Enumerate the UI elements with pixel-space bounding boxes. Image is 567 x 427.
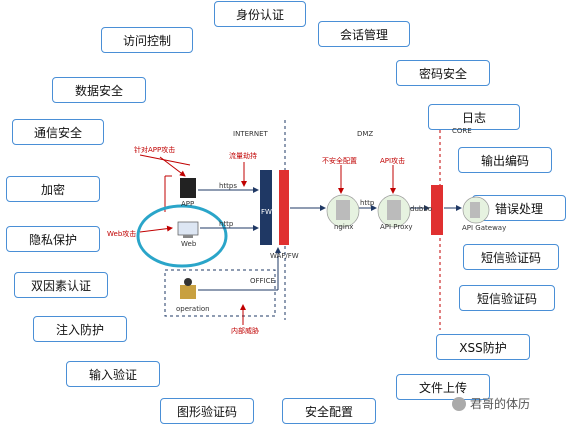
zone-label-office: OFFICE [250,277,275,285]
access-control-box: 访问控制 [101,27,193,53]
password-security-box: 密码安全 [396,60,490,86]
injection-box: 注入防护 [33,316,127,342]
app-device-icon [180,178,196,198]
web-attack-label: Web攻击 [107,230,137,238]
office-zone-box [164,269,276,317]
encryption-box: 加密 [6,176,100,202]
zone-label-dmz: DMZ [357,130,374,138]
core-fw-block [431,185,443,235]
data-security-box: 数据安全 [52,77,146,103]
web-attack-arrow [139,225,173,233]
file-upload-box: 文件上传 [396,374,490,400]
api-proxy-label: API Proxy [380,223,413,231]
traffic-hijack-label: 流量劫持 [229,152,257,160]
privacy-box: 隐私保护 [6,226,100,252]
session-mgmt-box: 会话管理 [318,21,410,47]
operation-device-icon [180,285,196,299]
wechat-icon [452,396,466,411]
internal-threat-label: 内部威胁 [231,327,259,335]
two-factor-box: 双因素认证 [14,272,108,298]
waf-fw-label: WAF/FW [270,252,299,260]
input-validation-box: 输入验证 [66,361,160,387]
http-label: http [219,220,234,228]
https-label: https [219,182,238,190]
log-box: 日志 [428,104,520,130]
sms-code-box-2: 短信验证码 [459,285,555,311]
xss-box: XSS防护 [436,334,530,360]
fw-label: FW [261,208,272,216]
security-config-box: 安全配置 [282,398,376,424]
app-attack-arrow [159,156,186,177]
output-encoding-box: 输出编码 [458,147,552,173]
comm-security-box: 通信安全 [12,119,104,145]
dubbo-label: dubbo [410,205,433,213]
waf-fw-block [279,170,289,245]
app-device-label: APP [181,200,195,208]
web-device-icon [177,221,199,236]
watermark: 君哥的体历 [452,395,530,412]
nginx-label: nginx [334,223,354,231]
operation-label: operation [176,305,210,313]
app-attack-label: 针对APP攻击 [134,146,176,154]
web-highlight-ellipse [136,204,228,268]
identity-auth-box: 身份认证 [214,1,306,27]
sms-code-box-1: 短信验证码 [463,244,559,270]
captcha-box: 图形验证码 [160,398,254,424]
http-label-dmz: http [360,199,375,207]
api-attack-label: API攻击 [380,157,406,165]
insecure-config-label: 不安全配置 [322,157,357,165]
api-gateway-label: API Gateway [462,224,507,232]
watermark-text: 君哥的体历 [470,397,531,411]
zone-label-internet: INTERNET [233,130,268,138]
zone-label-core: CORE [452,127,472,135]
fw-block [260,170,272,245]
web-device-label: Web [181,240,197,248]
